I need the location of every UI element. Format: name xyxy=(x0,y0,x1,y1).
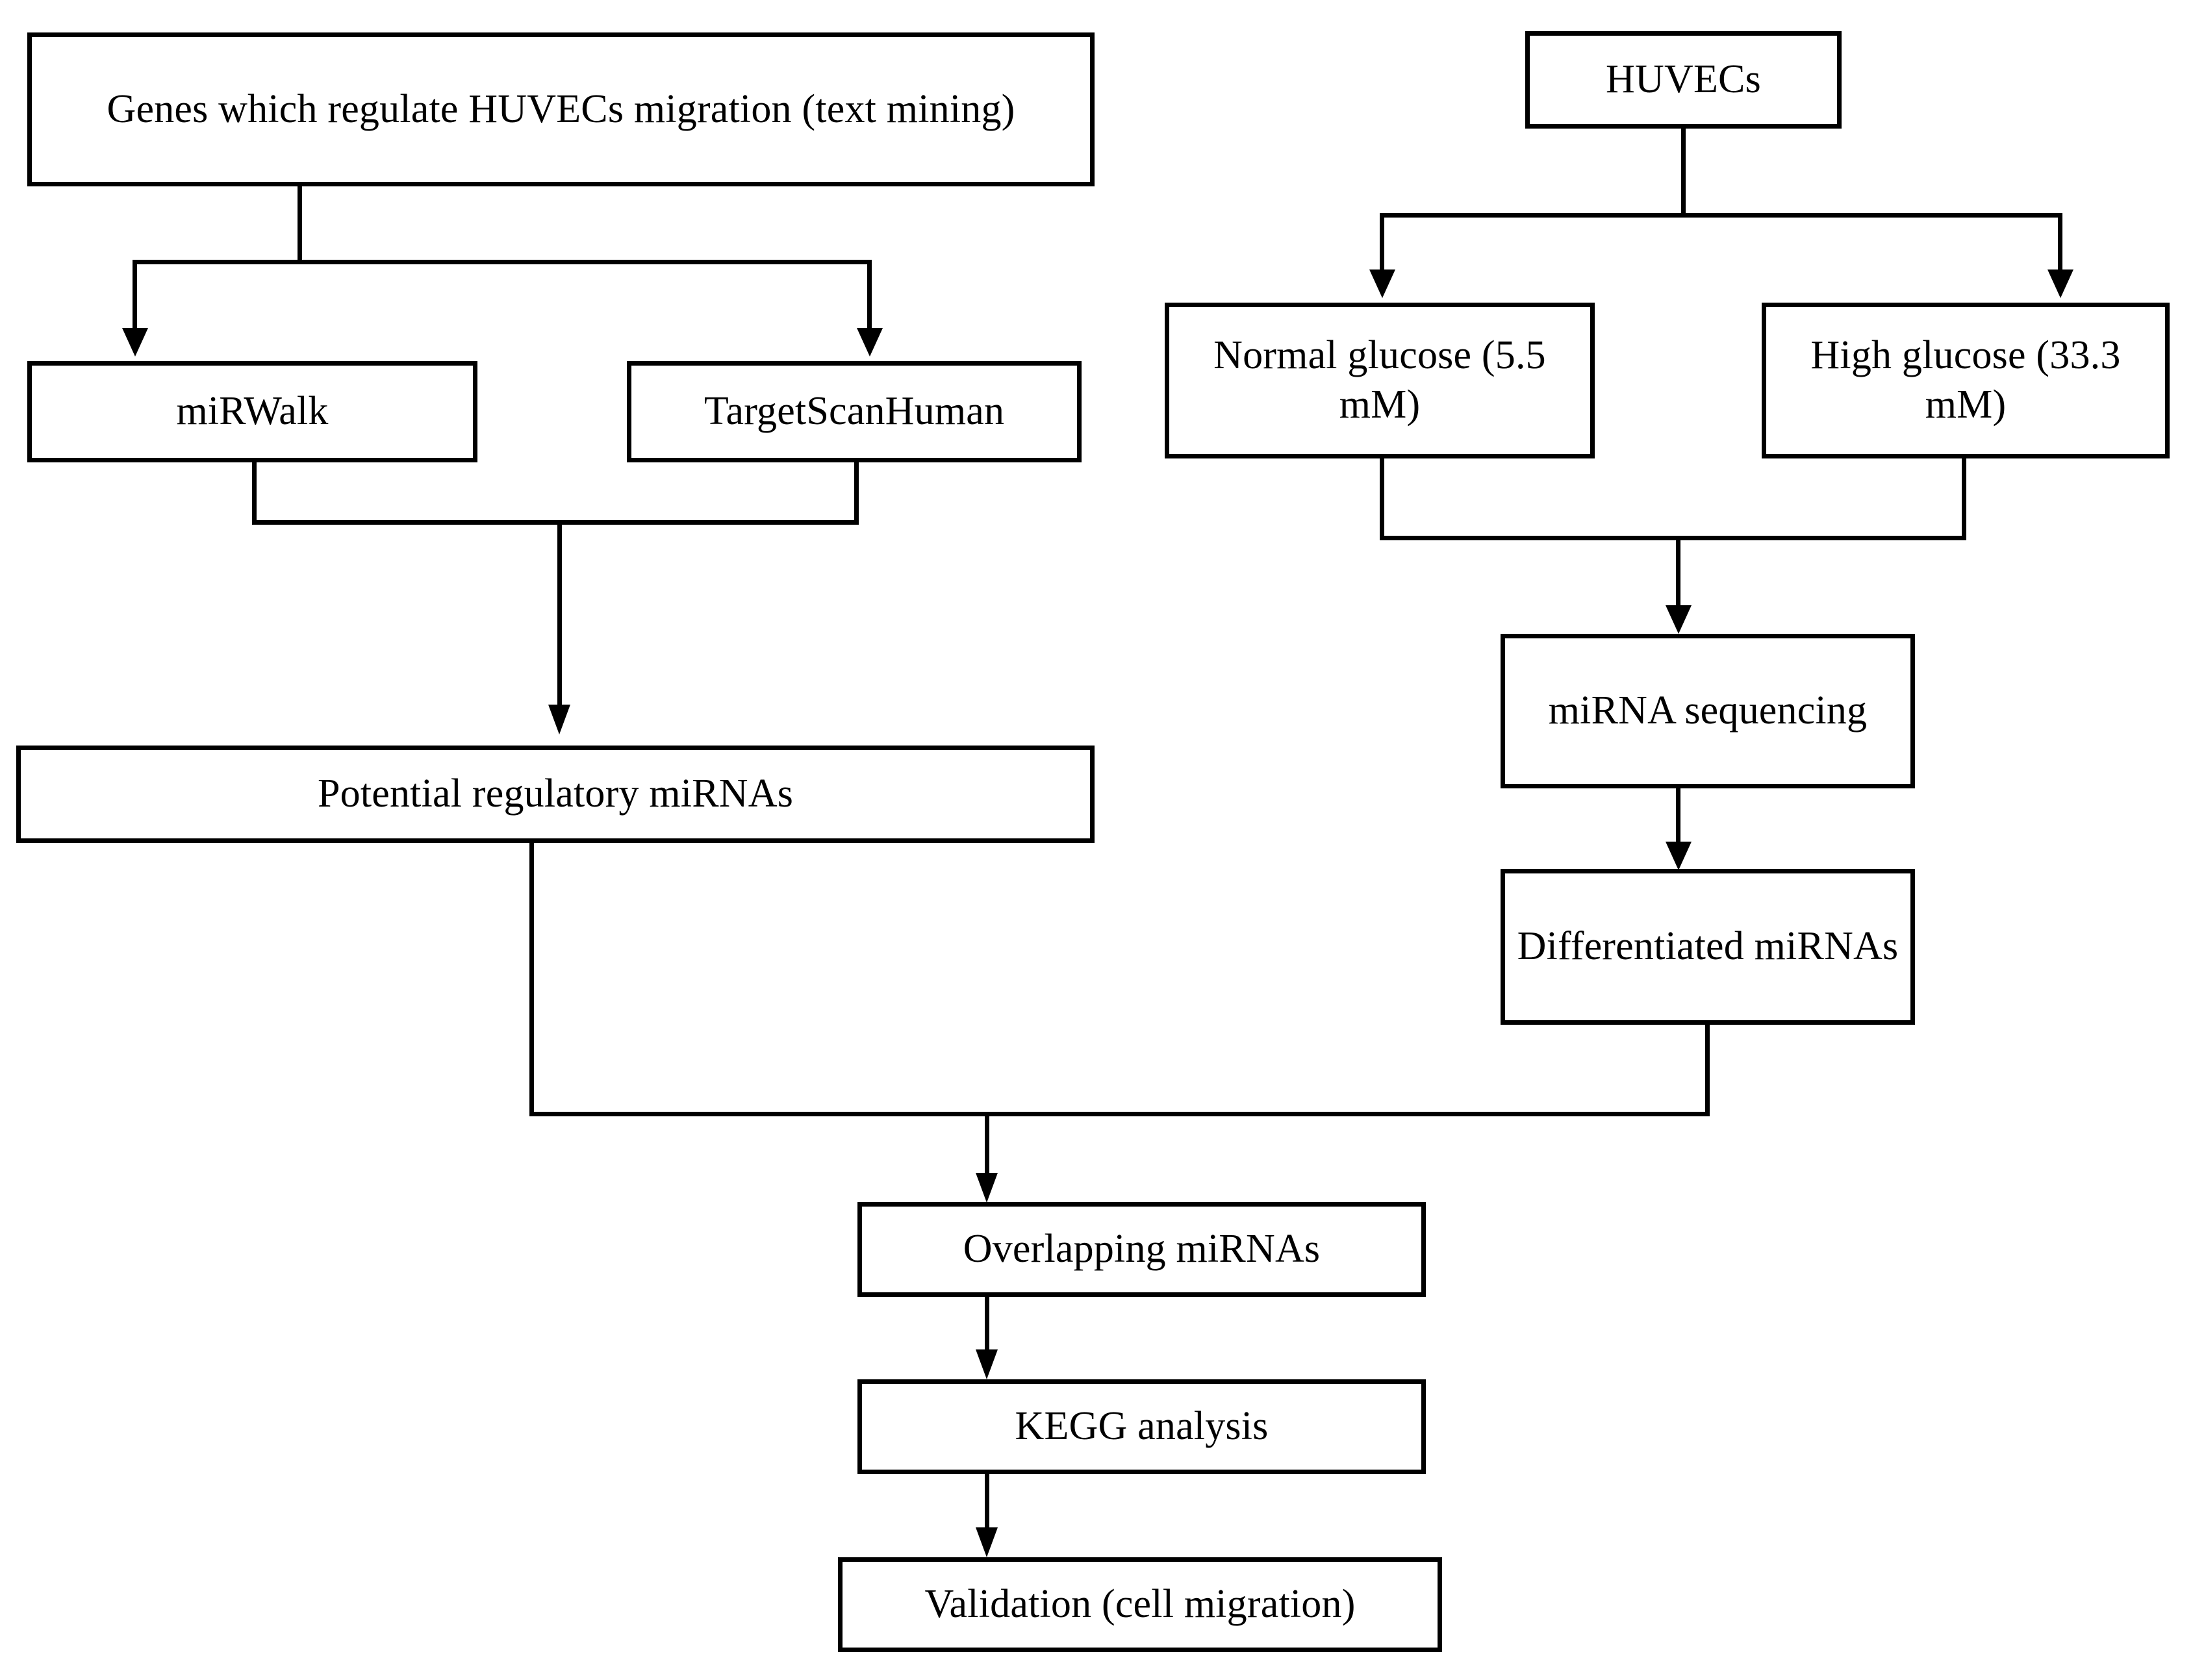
arrow-tools-to-potential xyxy=(548,705,570,734)
arrow-huvecs-to-normal-glucose xyxy=(1369,270,1395,298)
arrow-genes-to-mirwalk xyxy=(122,328,148,357)
node-mirwalk[interactable]: miRWalk xyxy=(27,361,477,462)
arrow-huvecs-to-high-glucose xyxy=(2047,270,2073,298)
arrow-glucose-to-sequencing xyxy=(1666,605,1692,634)
node-potential-regulatory-mirnas[interactable]: Potential regulatory miRNAs xyxy=(16,746,1095,843)
edge-huvecs-split-bar xyxy=(1380,213,2062,218)
edge-genes-to-mirwalk xyxy=(133,260,137,330)
node-genes-text-mining-label: Genes which regulate HUVECs migration (t… xyxy=(107,86,1015,131)
edge-mirwalk-down xyxy=(252,462,257,525)
edge-normal-glucose-down xyxy=(1380,458,1384,540)
edge-kegg-to-validation xyxy=(985,1474,989,1531)
arrow-sequencing-to-differentiated xyxy=(1666,842,1692,870)
node-high-glucose[interactable]: High glucose (33.3 mM) xyxy=(1762,303,2170,458)
node-overlapping-mirnas-label: Overlapping miRNAs xyxy=(963,1227,1321,1272)
arrow-overlapping-to-kegg xyxy=(976,1349,998,1379)
node-high-glucose-label: High glucose (33.3 mM) xyxy=(1810,333,2121,427)
node-normal-glucose[interactable]: Normal glucose (5.5 mM) xyxy=(1165,303,1595,458)
edge-genes-to-targetscan xyxy=(867,260,872,330)
edge-huvecs-stem xyxy=(1681,129,1686,213)
node-differentiated-mirnas-label: Differentiated miRNAs xyxy=(1517,924,1899,969)
edge-merge-to-overlapping xyxy=(985,1112,989,1188)
edge-differentiated-down xyxy=(1705,1025,1710,1116)
node-validation[interactable]: Validation (cell migration) xyxy=(838,1557,1442,1652)
node-mirwalk-label: miRWalk xyxy=(176,389,329,434)
edge-genes-split-bar xyxy=(133,260,872,264)
edge-glucose-to-sequencing xyxy=(1676,536,1680,607)
node-potential-regulatory-mirnas-label: Potential regulatory miRNAs xyxy=(317,771,794,816)
edge-huvecs-to-high-glucose xyxy=(2058,213,2062,271)
node-targetscanhuman-label: TargetScanHuman xyxy=(704,389,1005,434)
edge-sequencing-to-differentiated xyxy=(1676,788,1680,847)
node-overlapping-mirnas[interactable]: Overlapping miRNAs xyxy=(857,1202,1426,1297)
node-kegg-analysis[interactable]: KEGG analysis xyxy=(857,1379,1426,1474)
edge-targetscan-down xyxy=(854,462,859,525)
edge-overlapping-to-kegg xyxy=(985,1297,989,1355)
edge-genes-stem xyxy=(298,186,302,260)
node-genes-text-mining[interactable]: Genes which regulate HUVECs migration (t… xyxy=(27,32,1095,186)
node-kegg-analysis-label: KEGG analysis xyxy=(1015,1404,1269,1449)
edge-high-glucose-down xyxy=(1962,458,1966,540)
edge-potential-down xyxy=(529,843,534,1116)
arrow-genes-to-targetscan xyxy=(857,328,883,357)
edge-tools-merge-bar xyxy=(252,520,859,525)
node-targetscanhuman[interactable]: TargetScanHuman xyxy=(627,361,1082,462)
node-huvecs[interactable]: HUVECs xyxy=(1525,31,1842,129)
node-huvecs-label: HUVECs xyxy=(1606,57,1761,102)
node-validation-label: Validation (cell migration) xyxy=(924,1582,1356,1627)
node-normal-glucose-label: Normal glucose (5.5 mM) xyxy=(1213,333,1546,427)
edge-glucose-merge-bar xyxy=(1380,536,1966,540)
arrow-kegg-to-validation xyxy=(976,1527,998,1557)
node-mirna-sequencing[interactable]: miRNA sequencing xyxy=(1501,634,1915,788)
node-differentiated-mirnas[interactable]: Differentiated miRNAs xyxy=(1501,869,1915,1025)
edge-tools-to-potential xyxy=(557,520,562,707)
node-mirna-sequencing-label: miRNA sequencing xyxy=(1548,688,1868,733)
edge-huvecs-to-normal-glucose xyxy=(1380,213,1384,271)
arrow-merge-to-overlapping xyxy=(976,1173,998,1203)
edge-branches-merge-bar xyxy=(529,1112,1710,1116)
